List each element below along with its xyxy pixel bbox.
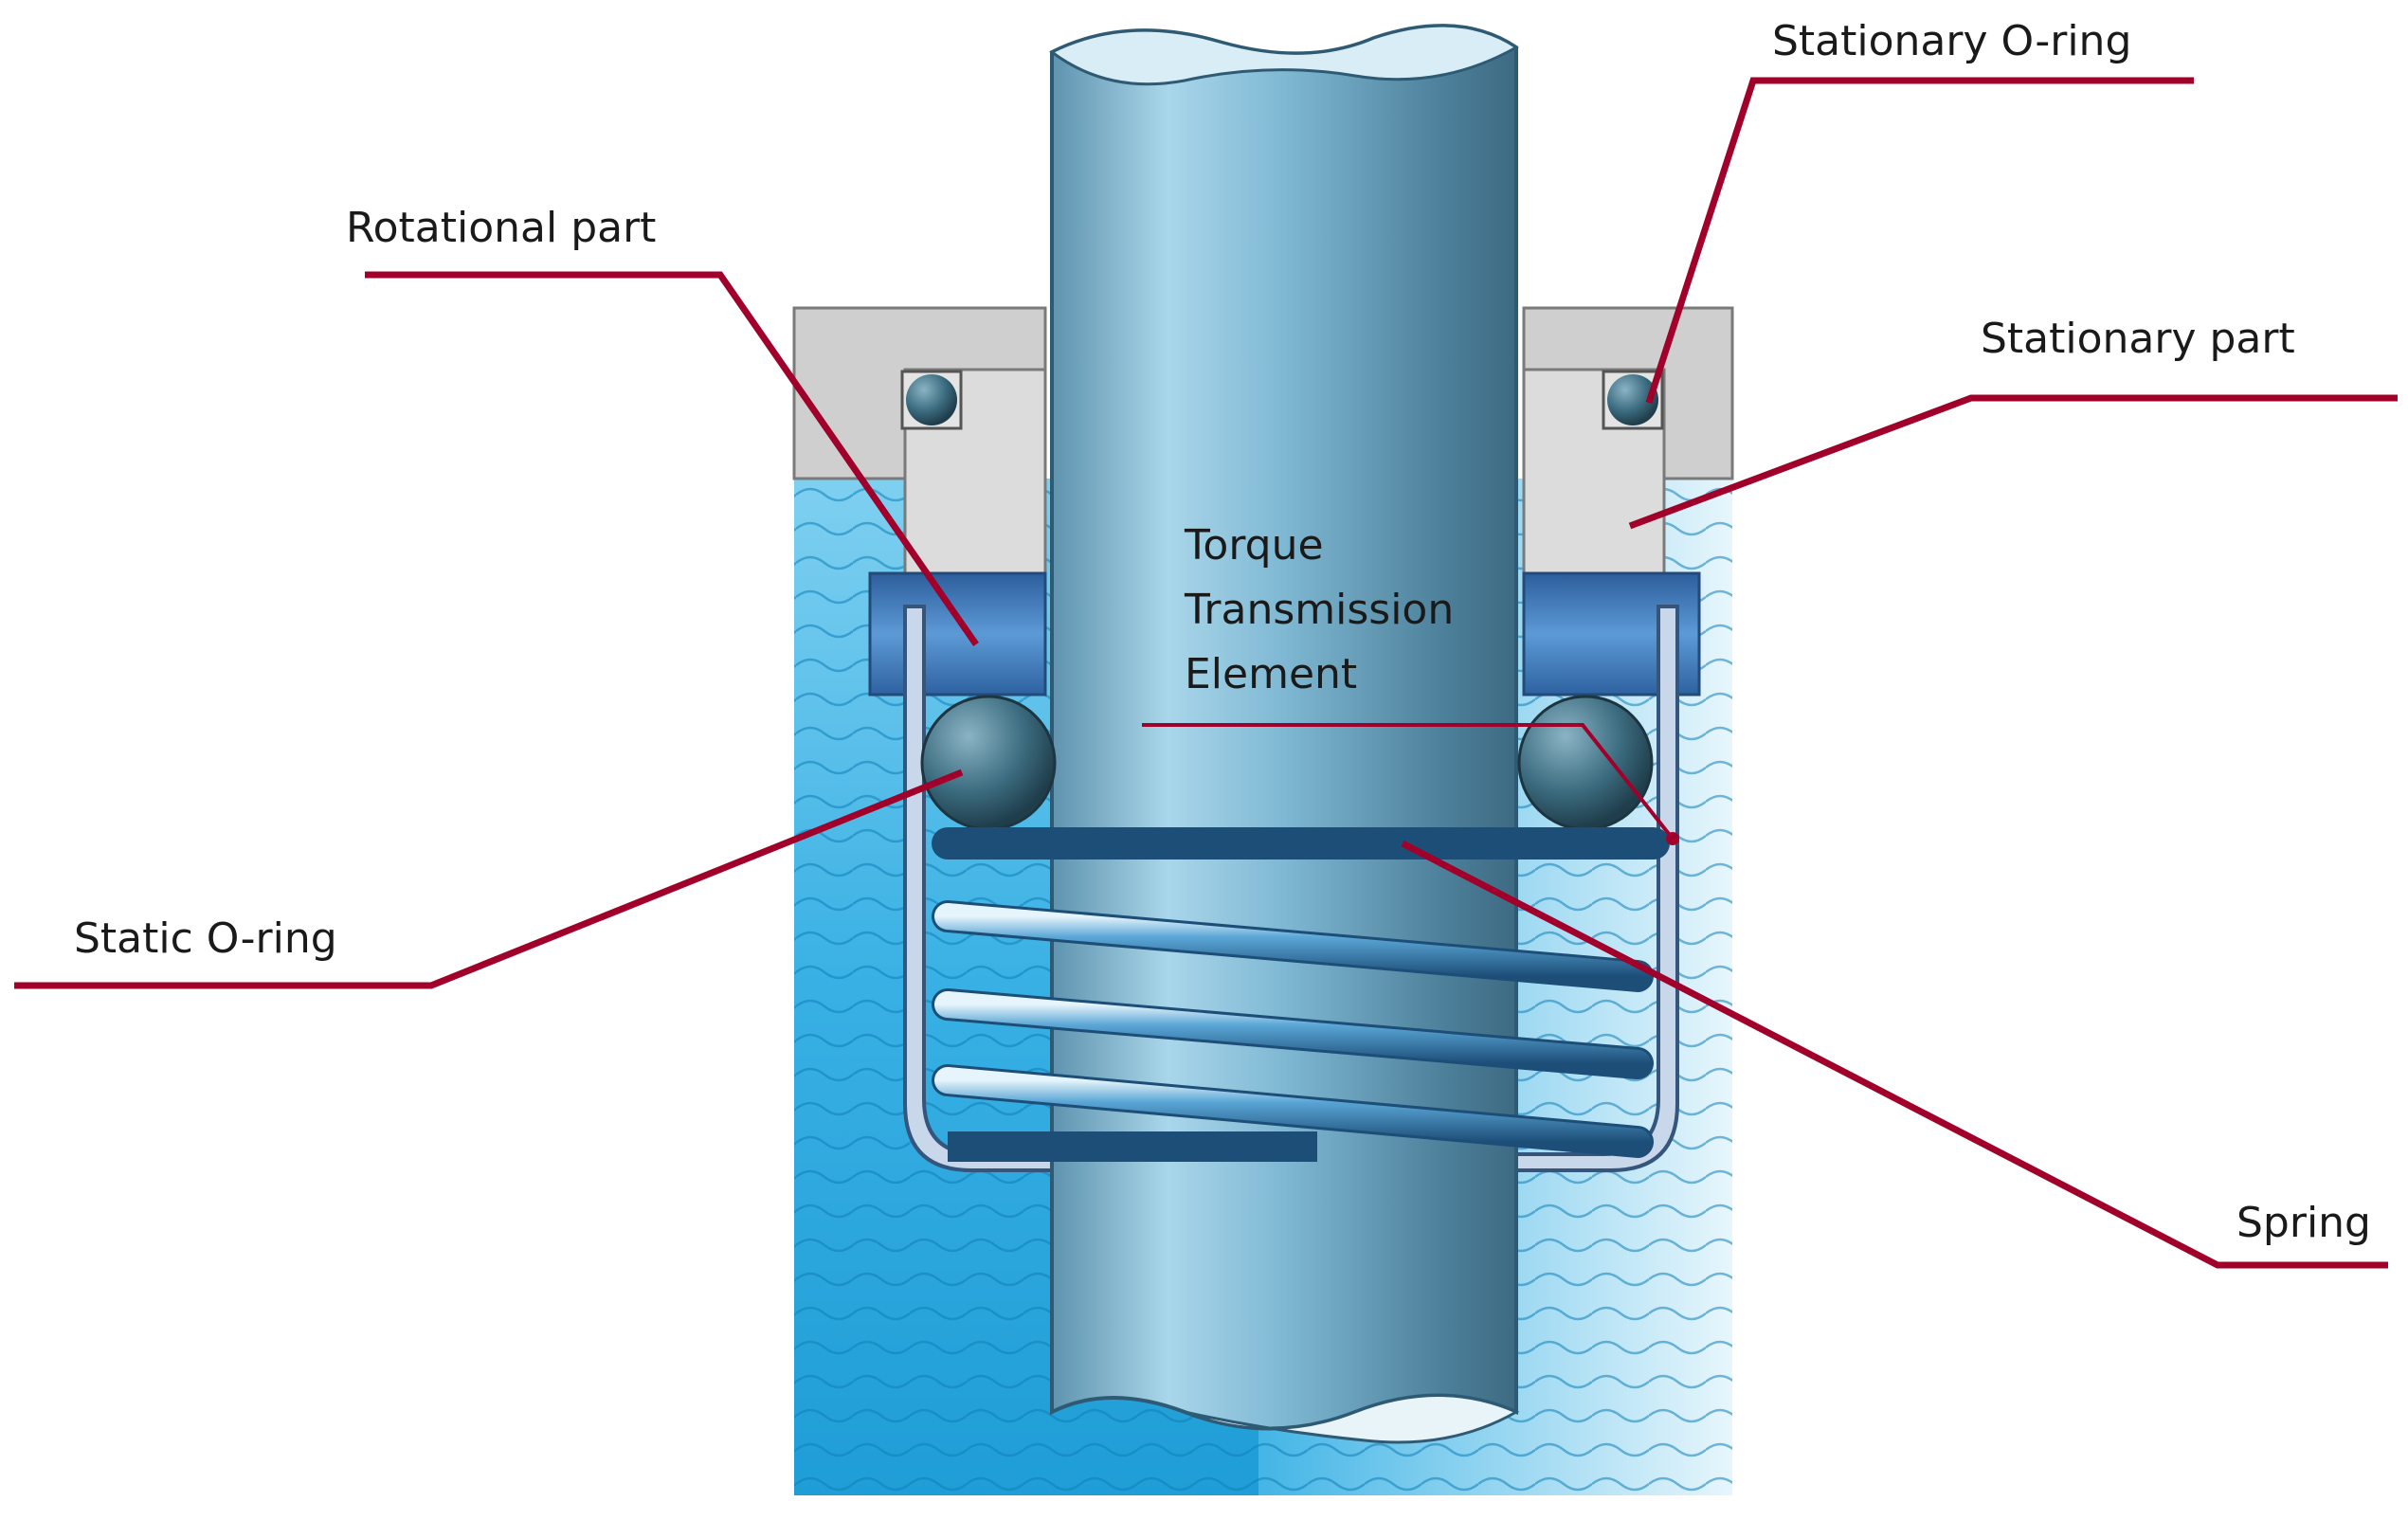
label-torque-line2: Transmission bbox=[1184, 586, 1454, 634]
label-torque-line1: Torque bbox=[1184, 521, 1324, 570]
static-oring-left bbox=[920, 695, 1057, 831]
leader-rotational-part bbox=[365, 271, 979, 646]
leader-spring bbox=[1401, 840, 2388, 1269]
label-rotational-part: Rotational part bbox=[346, 204, 656, 252]
label-spring: Spring bbox=[2236, 1199, 2371, 1247]
leader-stationary-part bbox=[1628, 394, 2398, 530]
leader-lines bbox=[14, 77, 2398, 1269]
leader-torque-element-dot bbox=[1666, 832, 1679, 845]
spring bbox=[932, 827, 1670, 1162]
shaft bbox=[1049, 24, 1520, 1444]
housing bbox=[792, 306, 1734, 575]
stationary-oring-left bbox=[900, 370, 963, 430]
label-stationary-oring: Stationary O-ring bbox=[1772, 17, 2131, 65]
rotational-seal-face bbox=[868, 571, 1047, 697]
leader-static-oring bbox=[14, 769, 964, 989]
label-stationary-part: Stationary part bbox=[1981, 315, 2295, 363]
label-torque-line3: Element bbox=[1185, 650, 1357, 698]
label-static-oring: Static O-ring bbox=[74, 914, 337, 963]
leader-torque-element bbox=[1142, 723, 1675, 841]
static-oring-right bbox=[1517, 695, 1654, 831]
leader-stationary-oring bbox=[1645, 77, 2194, 405]
